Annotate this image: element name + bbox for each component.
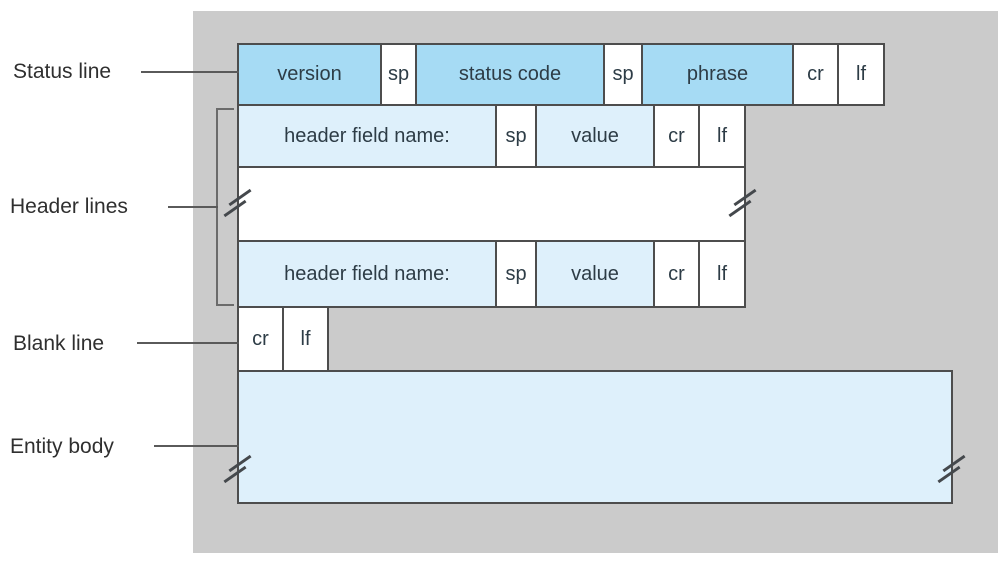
sp-box-header-1: sp (495, 104, 537, 168)
cr-box-header-1: cr (653, 104, 700, 168)
header-lines-label: Header lines (10, 195, 128, 218)
sp-box-1: sp (380, 43, 417, 106)
blank-line-label: Blank line (13, 332, 105, 355)
status-code-box: status code (415, 43, 605, 106)
blank-line-connector (137, 342, 239, 344)
status-line-label: Status line (13, 60, 112, 83)
lf-box-header-1: lf (698, 104, 746, 168)
cr-box-blank: cr (237, 306, 284, 372)
entity-body-label: Entity body (10, 435, 114, 458)
header-lines-bracket-bottom-stub (216, 304, 234, 306)
lf-box-header-2: lf (698, 240, 746, 308)
header-field-name-box-2: header field name: (237, 240, 497, 308)
sp-box-2: sp (603, 43, 643, 106)
status-line-row: version sp status code sp phrase cr lf (237, 43, 885, 106)
header-line-row-2: header field name: sp value cr lf (237, 240, 746, 308)
entity-body-connector (154, 445, 239, 447)
header-field-name-box-1: header field name: (237, 104, 497, 168)
header-lines-bracket-top-stub (216, 108, 234, 110)
lf-box-blank: lf (282, 306, 329, 372)
blank-line-row: cr lf (237, 306, 329, 372)
header-lines-connector (168, 206, 218, 208)
phrase-box: phrase (641, 43, 794, 106)
value-box-1: value (535, 104, 655, 168)
entity-body-box (237, 370, 953, 504)
sp-box-header-2: sp (495, 240, 537, 308)
value-box-2: value (535, 240, 655, 308)
version-box: version (237, 43, 382, 106)
cr-box-header-2: cr (653, 240, 700, 308)
cr-box-status: cr (792, 43, 839, 106)
header-lines-gap-box (237, 166, 746, 242)
lf-box-status: lf (837, 43, 885, 106)
status-line-connector (141, 71, 239, 73)
header-line-row-1: header field name: sp value cr lf (237, 104, 746, 168)
